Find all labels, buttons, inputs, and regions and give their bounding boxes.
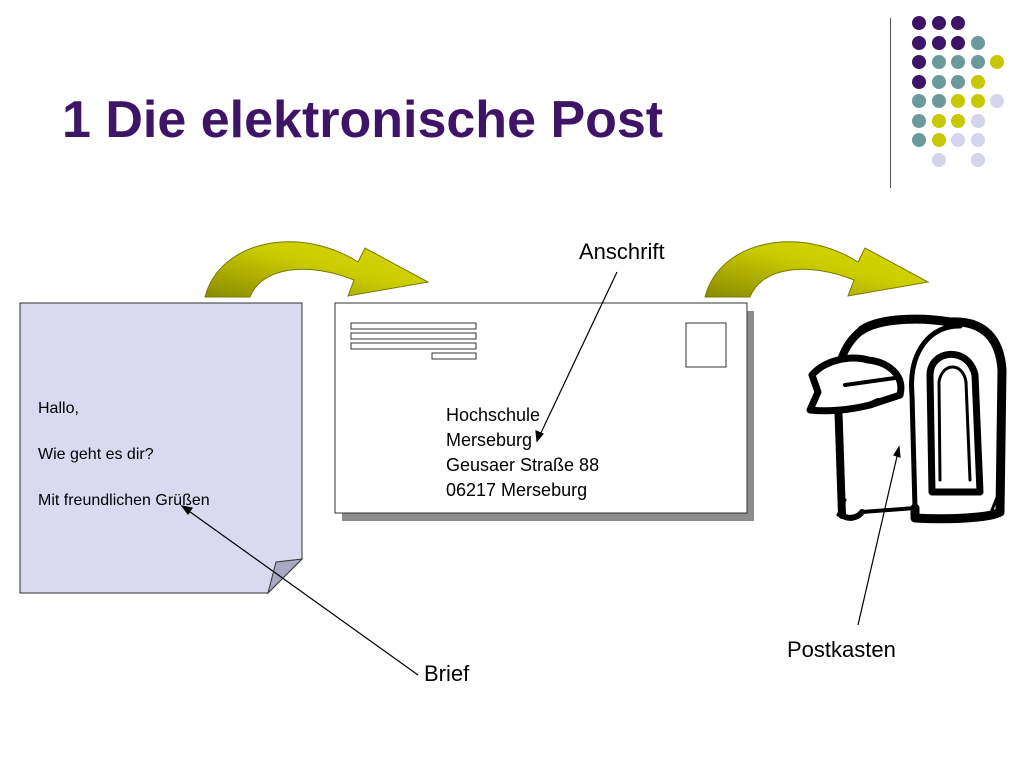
label-postkasten: Postkasten [787, 637, 896, 662]
decorative-dot [990, 55, 1004, 69]
decorative-dot [970, 152, 985, 167]
pointer-lines [180, 271, 901, 676]
decorative-dot [931, 133, 946, 147]
decorative-dot [970, 74, 985, 89]
address-line: Geusaer Straße 88 [446, 455, 600, 475]
decorative-dot [912, 16, 926, 30]
letter-content: Hallo, Wie geht es dir? Mit freundlichen… [38, 401, 210, 539]
decorative-dot [912, 35, 926, 50]
decorative-dot [951, 55, 965, 69]
decorative-dot [912, 133, 926, 147]
decorative-dot [970, 55, 985, 69]
address-line: Hochschule [446, 405, 541, 425]
pointer-line-anschrift [538, 271, 618, 438]
decorative-dot [951, 74, 965, 89]
letter-closing: Mit freundlichen Grüßen [38, 492, 210, 509]
decorative-dot [912, 113, 926, 128]
decorative-dot [931, 74, 946, 89]
pointer-arrowhead-anschrift [535, 430, 544, 443]
decorative-dot [951, 94, 965, 108]
letter-page [19, 302, 304, 595]
decorative-dot [931, 94, 946, 108]
pointer-arrowhead-postkasten [893, 445, 901, 458]
envelope-recipient-address: Hochschule Merseburg Geusaer Straße 88 0… [446, 403, 599, 503]
letter-greeting: Hallo, [38, 400, 79, 417]
envelope [334, 302, 754, 521]
address-line: Merseburg [446, 430, 533, 450]
decorative-dot [990, 94, 1004, 108]
stamp-box [685, 322, 727, 368]
curved-arrow-envelope-to-mailbox [704, 241, 930, 298]
decorative-dot [912, 94, 926, 108]
pointer-arrowhead-brief [180, 505, 193, 516]
decorative-dot [931, 35, 946, 50]
pointer-line-brief [185, 508, 419, 676]
letter-page-fold [267, 558, 304, 595]
mailbox-icon [806, 314, 1007, 524]
decorative-dot [951, 16, 965, 30]
curved-arrow-letter-to-envelope [204, 241, 430, 298]
decorative-dot [951, 35, 965, 50]
decorative-dot [912, 55, 926, 69]
label-anschrift: Anschrift [579, 239, 665, 264]
decorative-dot [951, 133, 965, 147]
decorative-dot [931, 113, 946, 128]
letter-body: Wie geht es dir? [38, 446, 154, 463]
decorative-dot [931, 55, 946, 69]
decorative-dot [970, 113, 985, 128]
decorative-dot [970, 35, 985, 50]
address-line: 06217 Merseburg [446, 480, 588, 500]
decorative-divider-line [890, 18, 891, 188]
decorative-dot [951, 113, 965, 128]
decorative-dot [931, 16, 946, 30]
slide-title: 1 Die elektronische Post [62, 91, 664, 149]
sender-address-lines [350, 322, 477, 360]
pointer-line-postkasten [857, 451, 899, 626]
decorative-dot [970, 94, 985, 108]
decorative-dot [912, 74, 926, 89]
decorative-dot [970, 133, 985, 147]
decorative-dot [931, 152, 946, 167]
label-brief: Brief [424, 661, 470, 686]
